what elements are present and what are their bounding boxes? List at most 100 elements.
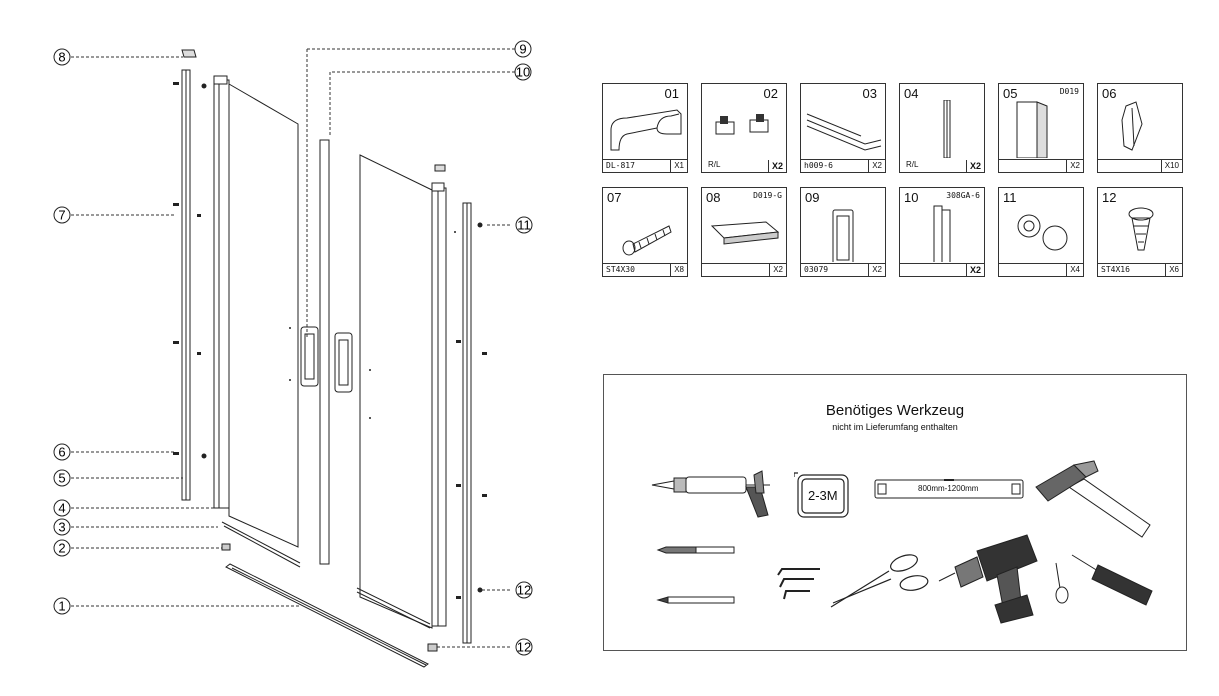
- part-quantity: X10: [1160, 160, 1182, 172]
- handle-icon: [832, 209, 854, 262]
- screw-icon: [622, 225, 672, 256]
- spirit-level-icon: 800mm-1200mm: [874, 479, 1024, 499]
- hex-key-icon: [777, 568, 820, 600]
- tools-subtitle: nicht im Lieferumfang enthalten: [832, 422, 958, 432]
- part-number: 02: [763, 86, 778, 101]
- tools-title: Benötiges Werkzeug: [825, 402, 965, 419]
- part-number: 04: [904, 86, 919, 101]
- callout-label: 12: [517, 583, 531, 598]
- part-number: 11: [1003, 190, 1017, 205]
- part-number: 01: [664, 86, 679, 101]
- profile-channel-icon: [610, 109, 682, 151]
- tape-measure-icon: 2-3M: [794, 471, 852, 521]
- end-cap-icon: [710, 221, 780, 245]
- callout-label: 1: [58, 599, 65, 614]
- bottom-profile: [225, 563, 429, 668]
- cover-cap-icon: [1017, 214, 1068, 251]
- left-hinge-profile: [213, 79, 230, 509]
- screws: [173, 82, 487, 599]
- part-code: 03079: [804, 265, 829, 274]
- part-number: 05: [1003, 86, 1018, 101]
- part-footer: X4: [999, 263, 1083, 276]
- part-card-08: 08 D019-G X2: [701, 187, 787, 277]
- part-quantity: X2: [965, 264, 984, 276]
- callout-7: 7: [53, 206, 71, 224]
- part-code: h009-6: [804, 161, 833, 170]
- callout-3: 3: [53, 518, 71, 536]
- part-profile-code: D019-G: [753, 191, 782, 200]
- scissors-icon: [830, 554, 929, 608]
- callout-2: 2: [53, 539, 71, 557]
- short-screw-icon: [1128, 207, 1154, 251]
- caulking-gun-icon: [651, 470, 770, 518]
- callout-5: 5: [53, 469, 71, 487]
- part-number: 06: [1102, 86, 1117, 101]
- part-footer: X2: [999, 159, 1083, 172]
- part-number: 08: [706, 190, 721, 205]
- magnetic-strip: [319, 139, 330, 565]
- callout-label: 12: [517, 640, 531, 655]
- drill-bit-icon: [656, 546, 735, 554]
- callout-markers: 8 9 10 7 11 6 5 4 3 2 12 1 12: [53, 40, 533, 656]
- part-number: 09: [805, 190, 820, 205]
- part-quantity: X1: [670, 160, 687, 172]
- callout-label: 10: [516, 65, 530, 80]
- callout-4: 4: [53, 499, 71, 517]
- part-profile-code: D019: [1059, 87, 1079, 96]
- callout-label: 8: [58, 50, 65, 65]
- callout-label: 2: [58, 541, 65, 556]
- part-number: 03: [862, 86, 877, 101]
- callout-11: 11: [515, 216, 533, 234]
- callout-label: 7: [58, 208, 65, 223]
- tape-label: 2-3M: [808, 488, 838, 503]
- part-card-03: 03 h009-6 X2: [800, 83, 886, 173]
- right-door-glass: [359, 154, 433, 629]
- callout-label: 4: [58, 501, 65, 516]
- callout-9: 9: [514, 40, 532, 58]
- tools-panel: Benötiges Werkzeug nicht im Lieferumfang…: [603, 374, 1187, 651]
- part-number: 12: [1102, 190, 1117, 205]
- leader-lines: [71, 48, 515, 648]
- part-code: ST4X16: [1101, 265, 1130, 274]
- screwdriver-icon: [1055, 554, 1153, 606]
- callout-8: 8: [53, 48, 71, 66]
- callout-10: 10: [514, 63, 532, 81]
- callout-label: 6: [58, 445, 65, 460]
- callout-6: 6: [53, 443, 71, 461]
- part-code: ST4X30: [606, 265, 635, 274]
- hinge-clip-icon: [715, 114, 769, 135]
- part-side-label: R/L: [708, 160, 721, 169]
- left-door-glass: [228, 83, 299, 548]
- part-quantity: X2: [767, 160, 786, 172]
- part-quantity: X2: [868, 160, 885, 172]
- sweep-seal-icon: [806, 113, 882, 151]
- callout-label: 9: [519, 42, 526, 57]
- wall-profile-icon: [1016, 101, 1048, 158]
- callout-12: 12: [515, 638, 533, 656]
- callout-label: 3: [58, 520, 65, 535]
- left-handle: [300, 326, 319, 387]
- part-footer: X10: [1098, 159, 1182, 172]
- vertical-seal-icon: [943, 100, 951, 158]
- callout-12: 12: [515, 581, 533, 599]
- part-footer: h009-6 X2: [801, 159, 885, 172]
- part-quantity: X4: [1066, 264, 1083, 276]
- part-footer: X2: [702, 263, 786, 276]
- part-footer: DL-817 X1: [603, 159, 687, 172]
- part-profile-code: 308GA-6: [946, 191, 980, 200]
- magnetic-seal-icon: [933, 205, 951, 262]
- part-code: DL-817: [606, 161, 635, 170]
